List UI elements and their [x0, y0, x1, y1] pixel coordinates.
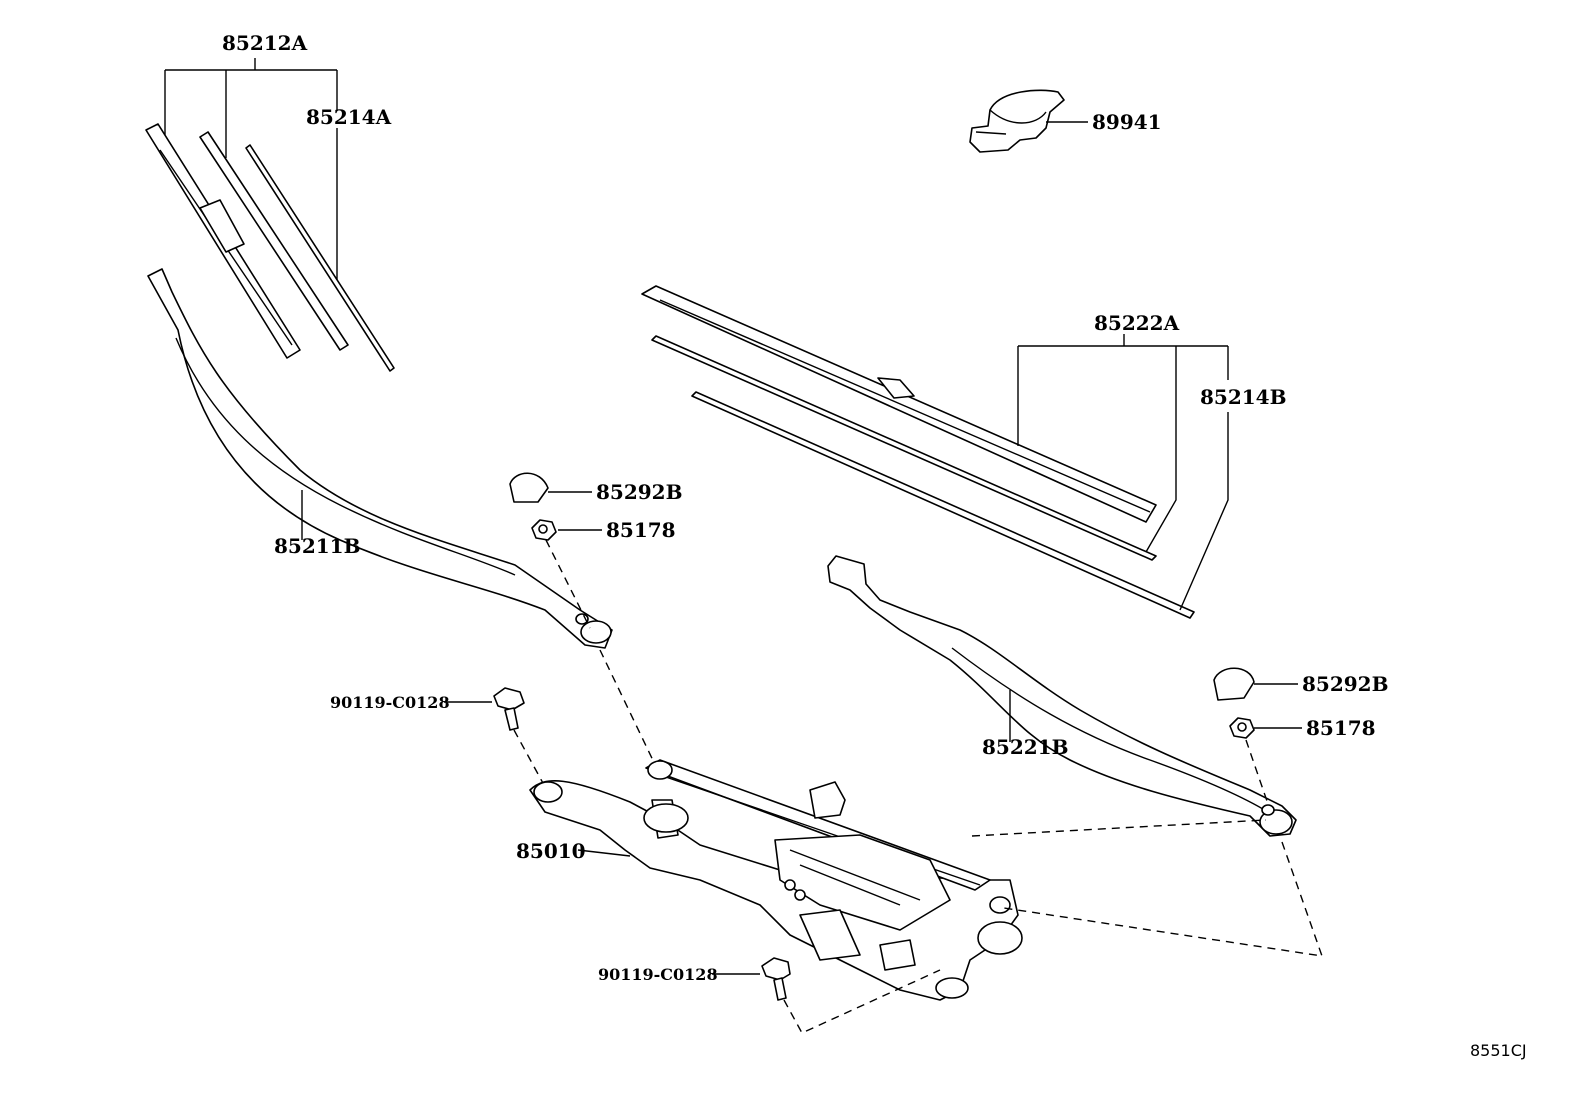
upper-mounting-bolt[interactable]	[493, 687, 525, 731]
left-wiper-arm[interactable]	[147, 268, 613, 649]
callout-89941: 89941	[1092, 110, 1162, 134]
left-blade-leaders	[164, 58, 338, 280]
callout-85178-right: 85178	[1306, 716, 1376, 740]
callout-85178-left: 85178	[606, 518, 676, 542]
callout-85221B: 85221B	[982, 735, 1068, 759]
right-blade-rubber-outer[interactable]	[691, 391, 1195, 619]
right-blade-leaders	[1017, 334, 1229, 611]
diagram-code: 8551CJ	[1470, 1041, 1527, 1060]
right-wiper-arm[interactable]	[827, 555, 1297, 837]
assembly-line-arm-pivot-right	[1003, 841, 1324, 957]
right-wiper-blade[interactable]	[641, 285, 1157, 523]
callout-85214B: 85214B	[1200, 385, 1286, 409]
callout-85222A: 85222A	[1094, 311, 1180, 335]
assembly-line-arm-pivot-left	[599, 649, 661, 776]
callout-85292B-left: 85292B	[596, 480, 682, 504]
left-blade-rubber-inner[interactable]	[199, 131, 349, 351]
assembly-line-pivot-frame-right	[971, 819, 1267, 837]
assembly-line-nut-arm-left	[545, 539, 591, 629]
rain-sensor[interactable]	[969, 89, 1065, 153]
callout-85010: 85010	[516, 839, 586, 863]
left-blade-rubber-outer[interactable]	[245, 144, 395, 372]
right-blade-rubber-inner[interactable]	[651, 335, 1157, 561]
lower-mounting-bolt[interactable]	[761, 957, 791, 1001]
callout-90119-C0128-upper: 90119-C0128	[330, 693, 450, 712]
left-arm-cap[interactable]	[509, 472, 549, 503]
callout-85212A: 85212A	[222, 31, 308, 55]
callout-90119-C0128-lower: 90119-C0128	[598, 965, 718, 984]
wiper-linkage-assembly[interactable]	[529, 759, 1023, 1001]
right-arm-nut[interactable]	[1229, 717, 1255, 739]
left-arm-nut[interactable]	[531, 519, 557, 541]
callout-85211B: 85211B	[274, 534, 360, 558]
callout-85292B-right: 85292B	[1302, 672, 1388, 696]
callout-85214A: 85214A	[306, 105, 392, 129]
assembly-line-bolt-upper	[513, 729, 545, 786]
right-arm-cap[interactable]	[1213, 667, 1255, 701]
left-wiper-blade[interactable]	[145, 123, 301, 359]
assembly-line-nut-arm-right	[1245, 739, 1269, 805]
leader-85010	[577, 849, 631, 857]
